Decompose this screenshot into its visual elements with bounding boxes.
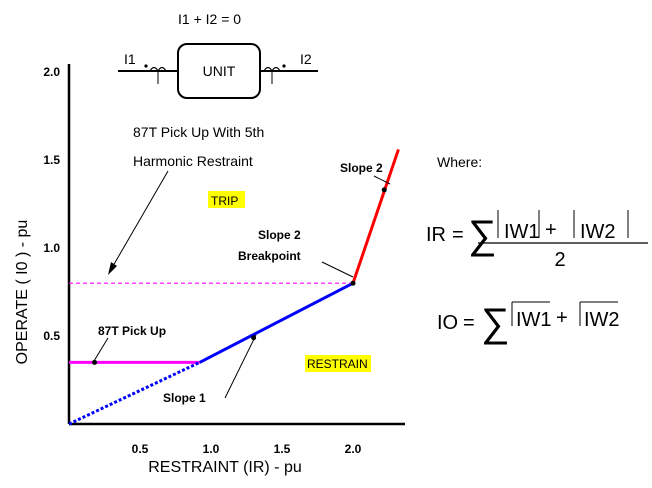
x-tick-label: 0.5 [132, 442, 149, 456]
restrain-highlight [305, 355, 371, 372]
ct-right-icon [263, 64, 286, 84]
unit-box [177, 43, 261, 99]
i2-label: I2 [300, 51, 312, 67]
y-tick-label: 0.5 [43, 329, 60, 343]
where-label: Where: [437, 154, 482, 170]
io-w1: IW1 [516, 309, 552, 331]
ir-w1: IW1 [504, 221, 540, 243]
restrain-label: RESTRAIN [307, 357, 368, 371]
unit-diagram: I1 + I2 = 0 UNIT I1 I2 [118, 11, 318, 99]
y-axis-title: OPERATE ( I0 ) - pu [14, 220, 31, 365]
ir-sum-icon: ∑ [468, 213, 497, 257]
harmonic-annotation-line1: 87T Pick Up With 5th [133, 124, 264, 140]
io-equals: = [463, 312, 475, 334]
io-plus: + [556, 307, 568, 329]
ir-plus: + [545, 219, 557, 241]
x-tick-label: 1.0 [203, 442, 220, 456]
x-tick-label: 1.5 [274, 442, 291, 456]
ir-lhs: IR [426, 224, 446, 246]
y-tick-label: 1.0 [43, 241, 60, 255]
ct-left-icon [144, 64, 167, 84]
harmonic-arrowhead-icon [108, 262, 117, 275]
breakpoint-label-line1: Slope 2 [258, 228, 301, 242]
unit-label: UNIT [203, 63, 236, 79]
slope2-leader [373, 175, 391, 185]
harmonic-leader [112, 170, 169, 267]
series-slope1-extension [68, 361, 201, 426]
x-tick-label: 2.0 [345, 442, 362, 456]
harmonic-annotation-line2: Harmonic Restraint [133, 153, 253, 169]
slope2-label: Slope 2 [340, 161, 383, 175]
ir-w2: IW2 [580, 221, 616, 243]
characteristic-series [68, 148, 400, 426]
y-tick-labels: 0.5 1.0 1.5 2.0 [43, 65, 60, 343]
trip-label: TRIP [211, 194, 238, 208]
io-formula: IO = ∑ IW1 + IW2 [437, 301, 620, 345]
series-slope2 [351, 148, 400, 284]
ir-equals: = [452, 224, 464, 246]
formula-panel: Where: IR = ∑ IW1 + IW2 2 IO = ∑ IW1 + I… [426, 154, 648, 345]
io-sum-icon: ∑ [481, 301, 510, 345]
data-point [381, 187, 387, 193]
data-point [92, 359, 98, 365]
trip-highlight [208, 191, 245, 208]
series-slope1 [198, 281, 354, 364]
y-tick-label: 1.5 [43, 153, 60, 167]
ir-denominator: 2 [554, 249, 565, 271]
characteristic-points [92, 187, 387, 365]
i1-label: I1 [124, 51, 136, 67]
breakpoint-leader [321, 261, 354, 278]
equation-label: I1 + I2 = 0 [178, 11, 241, 27]
pickup-label: 87T Pick Up [98, 324, 166, 338]
breakpoint-label-line2: Breakpoint [238, 249, 301, 263]
io-w2: IW2 [584, 309, 620, 331]
x-axis-title: RESTRAINT (IR) - pu [148, 459, 302, 476]
slope1-label: Slope 1 [163, 391, 206, 405]
slope1-leader [224, 334, 257, 399]
io-lhs: IO [437, 312, 458, 334]
x-tick-labels: 0.5 1.0 1.5 2.0 [132, 442, 362, 456]
ir-formula: IR = ∑ IW1 + IW2 2 [426, 210, 648, 271]
pickup-leader [93, 337, 109, 362]
data-point [350, 280, 356, 286]
y-tick-label: 2.0 [43, 65, 60, 79]
